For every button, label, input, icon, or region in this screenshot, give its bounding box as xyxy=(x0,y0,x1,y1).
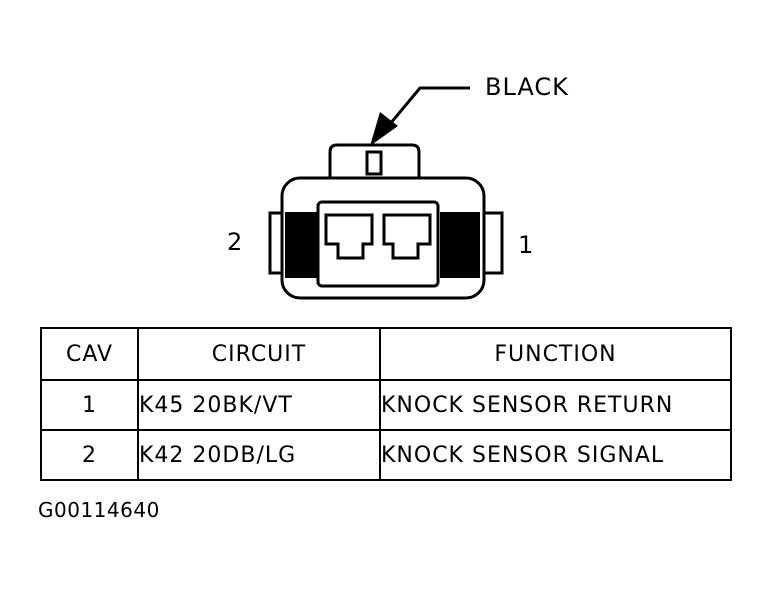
connector-drawing xyxy=(268,86,504,300)
cavity-1-icon xyxy=(382,213,432,260)
tab-notch xyxy=(365,150,383,176)
cell-cav: 1 xyxy=(40,379,139,431)
header-circuit: CIRCUIT xyxy=(137,327,381,381)
connector-color-label: BLACK xyxy=(485,73,569,101)
cavity-2-icon xyxy=(324,213,374,260)
header-function: FUNCTION xyxy=(379,327,732,381)
leader-line xyxy=(383,86,470,131)
pinout-table: CAV CIRCUIT FUNCTION 1 K45 20BK/VT KNOCK… xyxy=(40,327,732,481)
table-row: 2 K42 20DB/LG KNOCK SENSOR SIGNAL xyxy=(40,429,732,481)
cell-circuit: K42 20DB/LG xyxy=(137,429,381,481)
leader-arrowhead xyxy=(370,112,398,146)
pin-number-right: 1 xyxy=(518,231,535,259)
connector-diagram: BLACK 2 1 xyxy=(227,73,569,300)
cell-function: KNOCK SENSOR RETURN xyxy=(379,379,732,431)
table-row: 1 K45 20BK/VT KNOCK SENSOR RETURN xyxy=(40,379,732,431)
table-header-row: CAV CIRCUIT FUNCTION xyxy=(40,327,732,381)
black-band-left xyxy=(285,212,317,278)
cell-cav: 2 xyxy=(40,429,139,481)
pin-number-left: 2 xyxy=(227,228,244,256)
cell-circuit: K45 20BK/VT xyxy=(137,379,381,431)
header-cav: CAV xyxy=(40,327,139,381)
black-band-right xyxy=(440,212,480,278)
cell-function: KNOCK SENSOR SIGNAL xyxy=(379,429,732,481)
figure-code: G00114640 xyxy=(38,498,160,522)
